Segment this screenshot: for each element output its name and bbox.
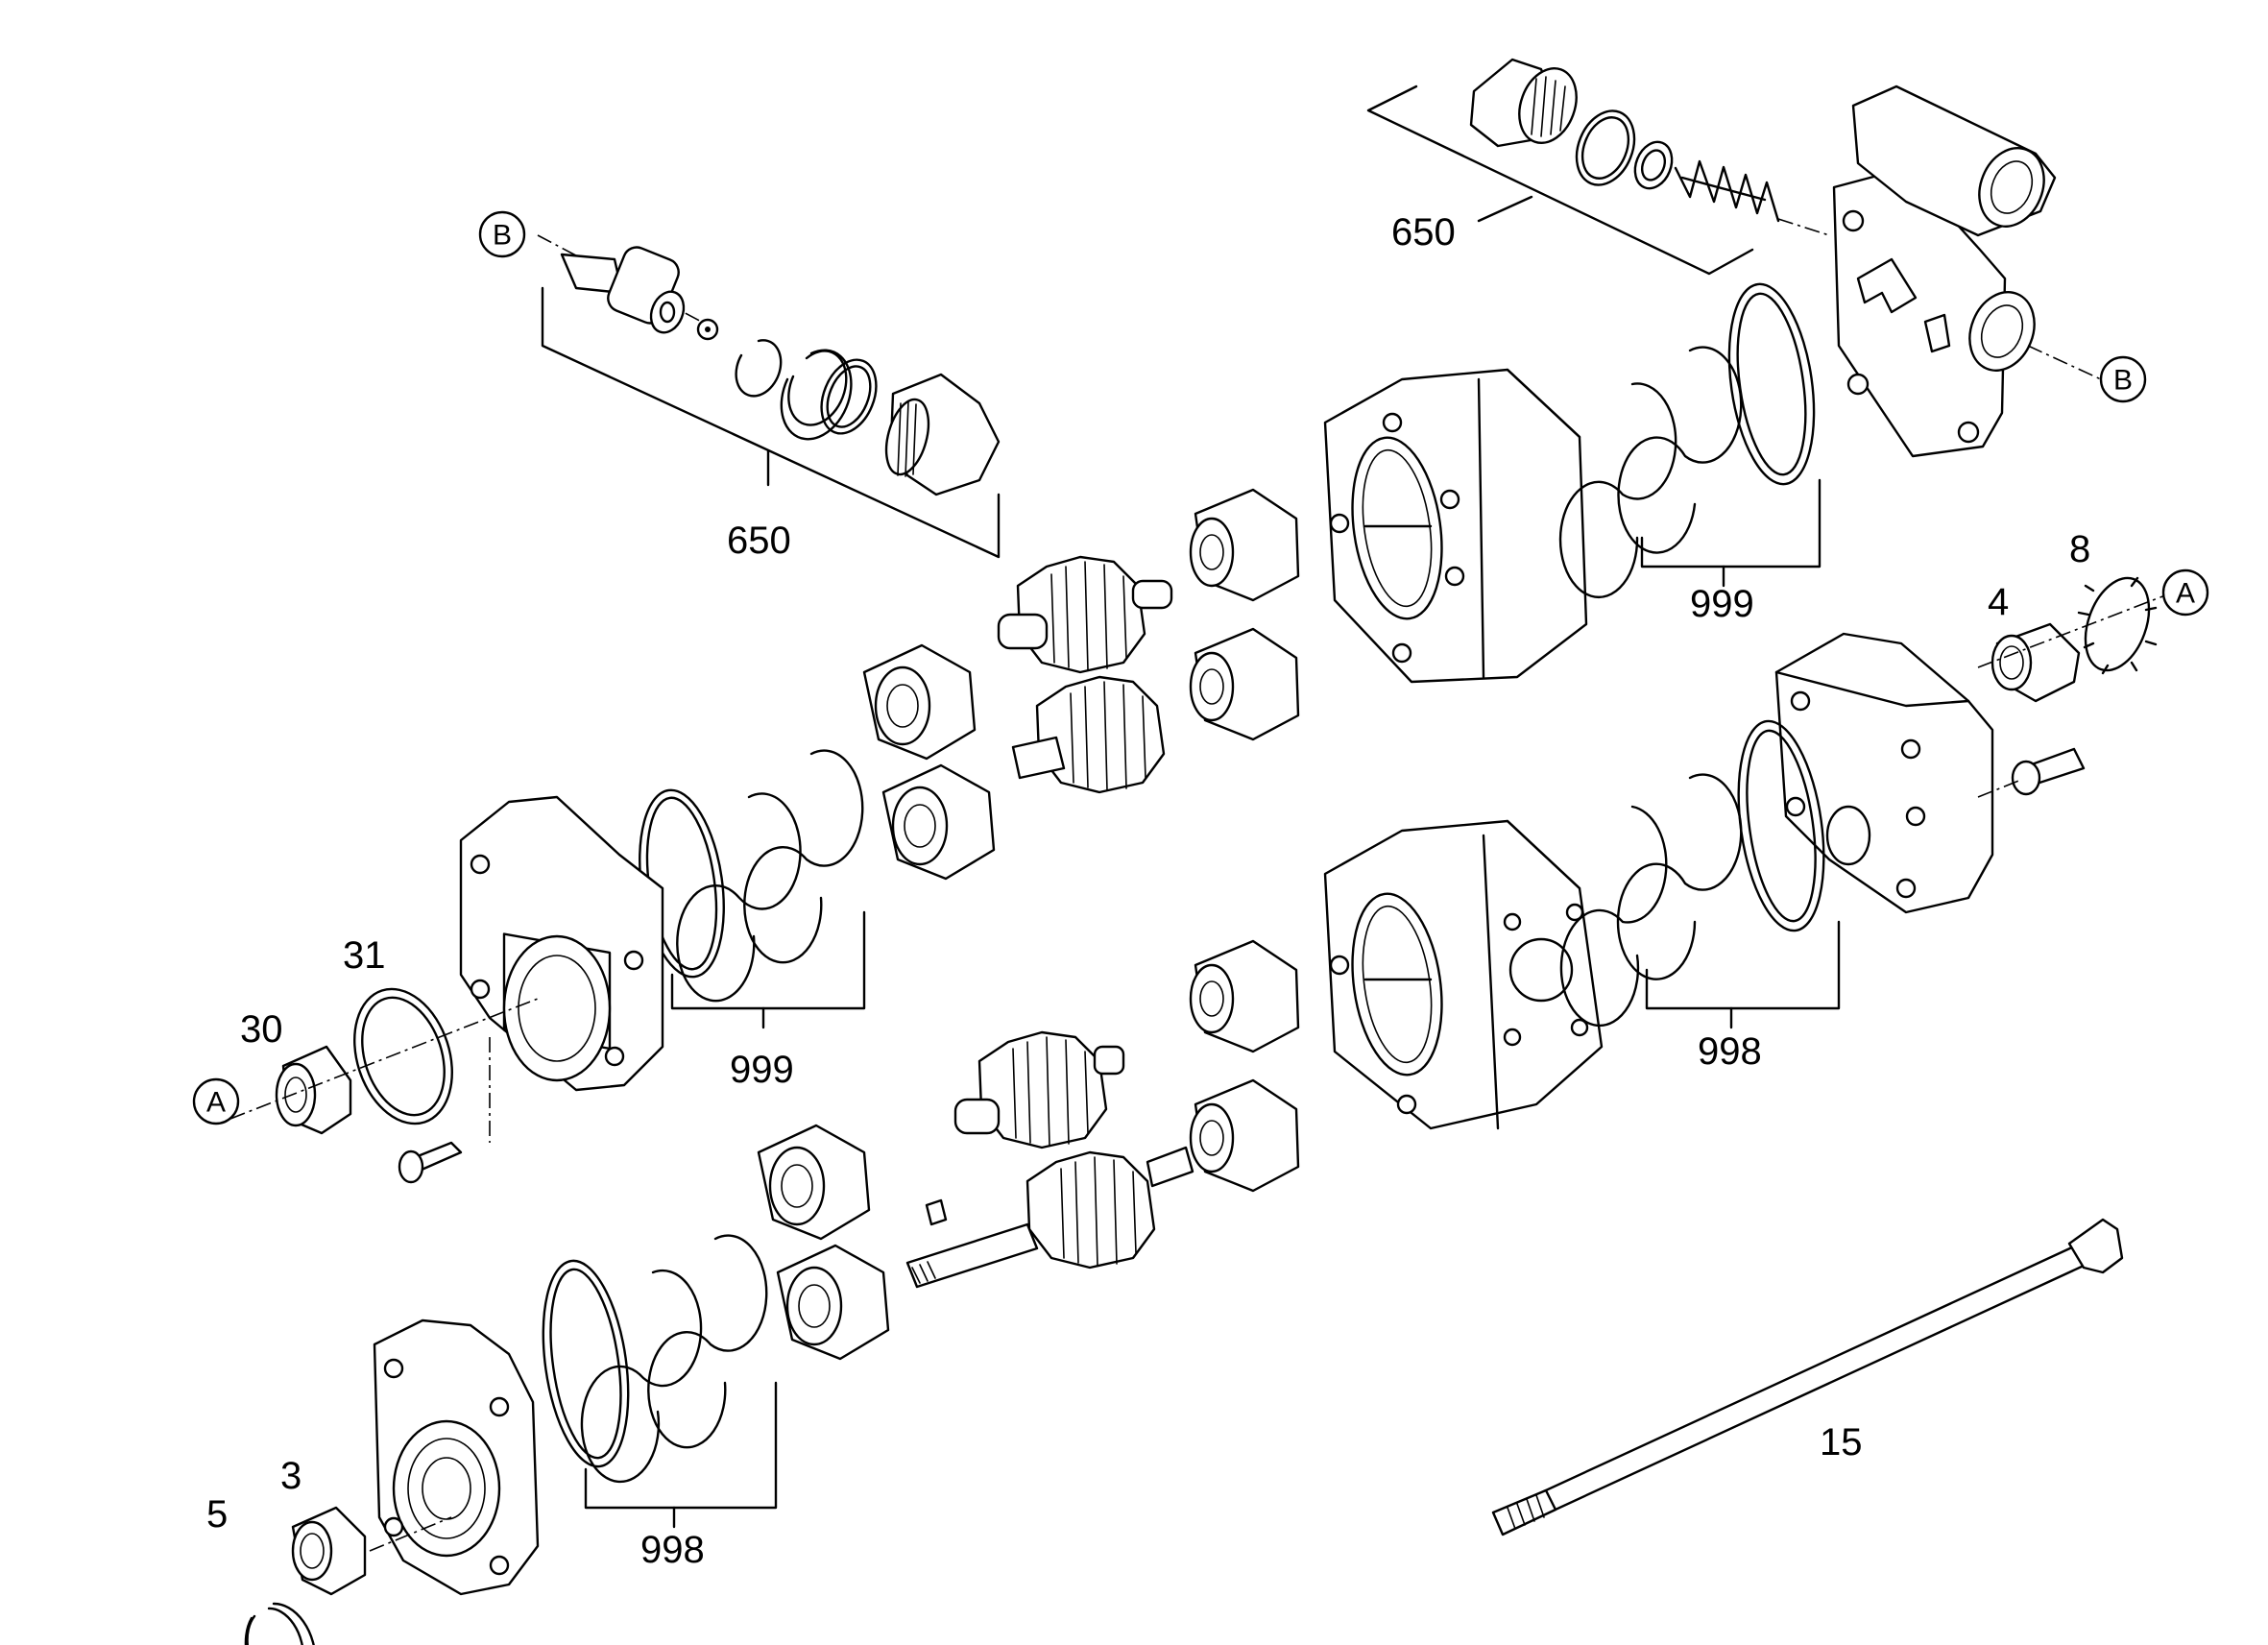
lock-washer-8 <box>2077 576 2158 675</box>
seal-kit-998-upper <box>1559 719 1841 1029</box>
relief-valve-assembly-left <box>537 234 1001 559</box>
seal-kit-999-upper <box>1558 282 1822 599</box>
screw-left <box>398 1141 463 1184</box>
coupling-30 <box>275 1045 352 1135</box>
callout-5: 5 <box>206 1493 228 1536</box>
upper-gear-set <box>862 488 1300 881</box>
relief-valve-assembly-right <box>1366 58 1830 276</box>
reference-label-a-right: A <box>2176 578 2195 610</box>
callout-3: 3 <box>280 1455 302 1497</box>
end-cover-middle-right <box>1774 632 1994 914</box>
reference-marker-b-right: B <box>2099 355 2147 403</box>
reference-label-a-left: A <box>206 1087 226 1119</box>
tie-bolt-15 <box>1491 1218 2124 1536</box>
rear-cover-with-ports <box>1832 85 2102 458</box>
callout-650-left: 650 <box>727 520 791 562</box>
reference-label-b-right: B <box>2113 365 2133 397</box>
callout-998-upper: 998 <box>1698 1030 1762 1073</box>
callout-650-right: 650 <box>1391 211 1456 254</box>
callout-999-lower: 999 <box>730 1049 794 1091</box>
circlip-5 <box>244 1602 315 1645</box>
reference-marker-b-left: B <box>478 210 526 258</box>
callout-999-upper: 999 <box>1690 583 1754 625</box>
callout-8: 8 <box>2069 528 2090 570</box>
screw-right <box>1977 747 2086 798</box>
reference-label-b-left: B <box>493 220 512 252</box>
callout-30: 30 <box>240 1008 283 1051</box>
callout-31: 31 <box>343 934 386 977</box>
pump-housing-lower <box>1323 819 1604 1130</box>
callout-4: 4 <box>1988 581 2009 623</box>
seal-kit-999-lower <box>639 749 866 1029</box>
shaft-seal-3 <box>291 1506 367 1596</box>
lower-gear-set <box>757 939 1300 1361</box>
reference-marker-a-right: A <box>2161 568 2209 617</box>
pump-housing-upper <box>1323 368 1588 684</box>
callout-15: 15 <box>1820 1421 1863 1464</box>
bearing-4 <box>1991 622 2081 703</box>
spring <box>1674 159 1780 223</box>
reference-marker-a-left: A <box>192 1077 240 1125</box>
front-cover-lower <box>373 1318 540 1596</box>
o-ring-31 <box>353 987 453 1125</box>
seal-kit-998-lower <box>542 1234 778 1529</box>
callout-998-lower: 998 <box>640 1529 705 1571</box>
front-flange-plate <box>459 795 664 1092</box>
